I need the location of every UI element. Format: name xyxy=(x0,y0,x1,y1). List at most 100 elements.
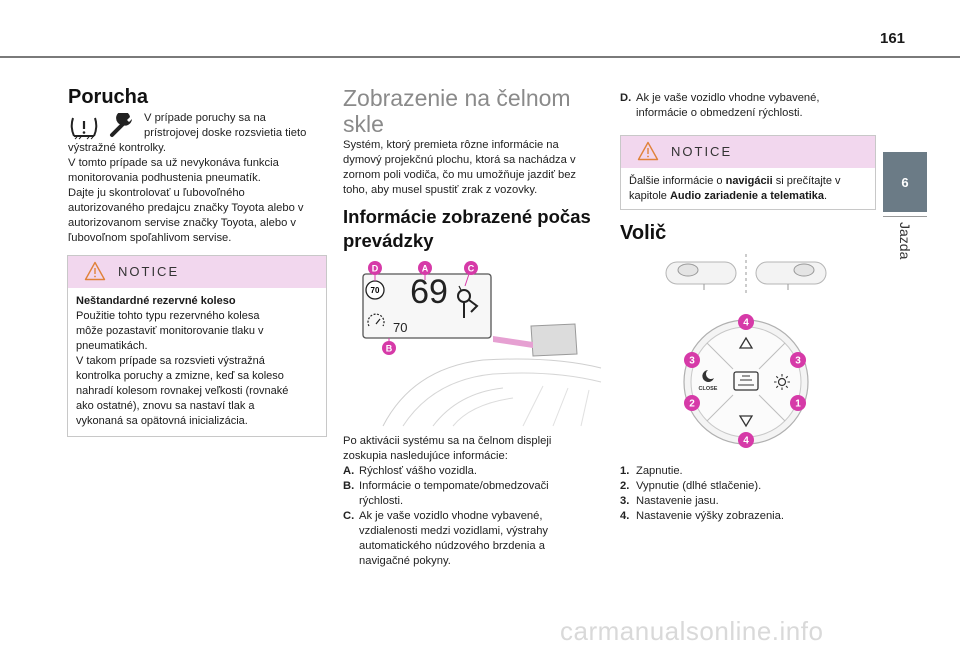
text-run: Ďalšie informácie o xyxy=(629,175,726,187)
text-line: Rýchlosť vášho vozidla. xyxy=(359,465,477,477)
text-run: kapitole xyxy=(629,190,670,202)
text-line: ako ostatné), znovu sa nastaví tlak a xyxy=(76,400,255,412)
list-item: 3. Nastavenie jasu. xyxy=(620,494,875,509)
list-key: 3. xyxy=(620,495,630,507)
warning-icons xyxy=(69,114,139,140)
notice-header: NOTICE xyxy=(68,256,326,288)
text-line: nahradí kolesom rovnakej veľkosti (rovna… xyxy=(76,385,289,397)
porucha-intro: V prípade poruchy sa na prístrojovej dos… xyxy=(144,111,329,141)
notice-box-spare-wheel: NOTICE Neštandardné rezervné koleso Použ… xyxy=(67,255,327,437)
title-line: skle xyxy=(343,111,384,137)
list-key: 4. xyxy=(620,510,630,522)
text-line: vzdialenosti medzi vozidlami, výstrahy xyxy=(359,525,549,537)
marker-d xyxy=(368,261,382,275)
marker-c-label: C xyxy=(468,264,475,274)
list-key: A. xyxy=(343,465,355,477)
night-moon-icon xyxy=(702,370,714,382)
title-line: Zobrazenie na čelnom xyxy=(343,85,571,111)
text-line: zoskupia nasledujúce informácie: xyxy=(343,450,508,462)
cruise-set-speed: 70 xyxy=(393,320,407,335)
text-line: autorizovanom servise značky Toyota, ale… xyxy=(68,217,297,229)
down-arrow-icon xyxy=(738,415,754,428)
text-line: prístrojovej doske rozsvietia tieto xyxy=(144,127,307,139)
notice-body: Ďalšie informácie o navigácii si prečíta… xyxy=(621,168,875,212)
dial-marker-2: 2 xyxy=(689,399,695,410)
hud-illustration: 70 69 70 D A C B xyxy=(362,261,602,427)
list-text: Vypnutie (dlhé stlačenie). xyxy=(636,480,762,492)
text-line: V takom prípade sa rozsvieti výstražná xyxy=(76,355,265,367)
list-key: 2. xyxy=(620,480,630,492)
notice-header: NOTICE xyxy=(621,136,875,168)
dial-marker-4-top: 4 xyxy=(743,318,749,329)
dial-marker-3-left: 3 xyxy=(689,356,695,367)
dial-marker-3-right: 3 xyxy=(795,356,801,367)
text-line: kontrolka poruchy a zmizne, keď sa koles… xyxy=(76,370,284,382)
text-line: dymový projekčnú plochu, ktorá sa nachád… xyxy=(343,154,576,166)
text-run: . xyxy=(824,190,828,202)
text-line: automatického núdzového brzdenia a xyxy=(359,540,545,552)
selector-list: 1.Zapnutie. 2. Vypnutie (dlhé stlačenie).… xyxy=(620,464,875,524)
list-key: 1. xyxy=(620,465,630,477)
steering-wheels-illustration xyxy=(665,254,827,294)
text-line: zornom poli vodiča, čo mu umožňuje jazdi… xyxy=(343,169,577,181)
text-bold: navigácii xyxy=(725,175,773,187)
list-item: D. Ak je vaše vozidlo vhodne vybavené, i… xyxy=(620,91,875,121)
marker-a xyxy=(418,261,432,275)
list-text: Nastavenie výšky zobrazenia. xyxy=(636,510,784,522)
marker-c xyxy=(464,261,478,275)
list-item: 1.Zapnutie. xyxy=(620,464,875,479)
text-line: Ak je vaše vozidlo vhodne vybavené, xyxy=(636,92,820,104)
marker-b-label: B xyxy=(386,344,393,354)
wrench-icon xyxy=(108,111,136,144)
title-line: prevádzky xyxy=(343,230,434,251)
up-arrow-icon xyxy=(738,336,754,349)
text-line: Po aktivácii systému sa na čelnom disple… xyxy=(343,435,552,447)
notice-line: kapitole Audio zariadenie a telematika. xyxy=(629,189,867,204)
text-line: Informácie o tempomate/obmedzovači xyxy=(359,480,549,492)
notice-line: Ďalšie informácie o navigácii si prečíta… xyxy=(629,174,867,189)
header-rule xyxy=(0,56,960,58)
dial-marker-4-bottom: 4 xyxy=(743,436,749,447)
text-line: autorizovaného predajcu značky Toyota al… xyxy=(68,202,304,214)
hud-info-list: A. Rýchlosť vášho vozidla. B. Informácie… xyxy=(343,464,608,569)
section-subtitle-info: Informácie zobrazené počas prevádzky xyxy=(343,205,608,253)
text-line: rýchlosti. xyxy=(359,495,404,507)
dial-marker-1: 1 xyxy=(795,399,801,410)
section-title-volic: Volič xyxy=(620,222,667,244)
text-line: V tomto prípade sa už nevykonáva funkcia xyxy=(68,157,279,169)
list-item: 2. Vypnutie (dlhé stlačenie). xyxy=(620,479,875,494)
list-item: 4. Nastavenie výšky zobrazenia. xyxy=(620,509,875,524)
text-bold: Audio zariadenie a telematika xyxy=(669,190,825,202)
brightness-sun-icon xyxy=(774,374,790,390)
steering-wheel-figure xyxy=(664,250,834,296)
selector-dial-figure: CLOSE 4 4 3 3 2 1 xyxy=(676,312,816,452)
current-speed: 69 xyxy=(410,273,448,311)
text-run: si prečítajte v xyxy=(772,175,841,187)
text-line: Použitie tohto typu rezervného kolesa xyxy=(76,310,260,322)
selector-dial: CLOSE 4 4 3 3 2 1 xyxy=(683,314,809,448)
page-number: 161 xyxy=(880,30,906,47)
notice-box-navigation: NOTICE Ďalšie informácie o navigácii si … xyxy=(620,135,876,210)
hud-after-intro: Po aktivácii systému sa na čelnom disple… xyxy=(343,434,608,464)
hud-figure: 70 69 70 D A C B xyxy=(343,258,603,428)
hud-item-d: D. Ak je vaše vozidlo vhodne vybavené, i… xyxy=(620,91,875,121)
text-line: Dajte ju skontrolovať u ľubovoľného xyxy=(68,187,245,199)
text-line: informácie o obmedzení rýchlosti. xyxy=(636,107,803,119)
list-item: A. Rýchlosť vášho vozidla. xyxy=(343,464,608,479)
list-text: Nastavenie jasu. xyxy=(636,495,719,507)
notice-body: Neštandardné rezervné koleso Použitie to… xyxy=(68,288,326,437)
text-line: výstražné kontrolky. xyxy=(68,142,167,154)
navigation-arrow-icon xyxy=(457,285,479,318)
notice-title: Neštandardné rezervné koleso xyxy=(76,295,236,307)
text-line: V prípade poruchy sa na xyxy=(144,112,266,124)
warning-triangle-icon xyxy=(637,141,659,161)
list-item: C. Ak je vaše vozidlo vhodne vybavené, v… xyxy=(343,509,608,569)
hud-display-icon xyxy=(733,371,759,391)
close-label: CLOSE xyxy=(699,386,718,392)
notice-label: NOTICE xyxy=(118,264,180,279)
text-line: môže pozastaviť monitorovanie tlaku v xyxy=(76,325,264,337)
text-line: pneumatikách. xyxy=(76,340,148,352)
text-line: monitorovania podhustenia pneumatík. xyxy=(68,172,261,184)
list-key: C. xyxy=(343,510,355,522)
text-line: Ak je vaše vozidlo vhodne vybavené, xyxy=(359,510,543,522)
